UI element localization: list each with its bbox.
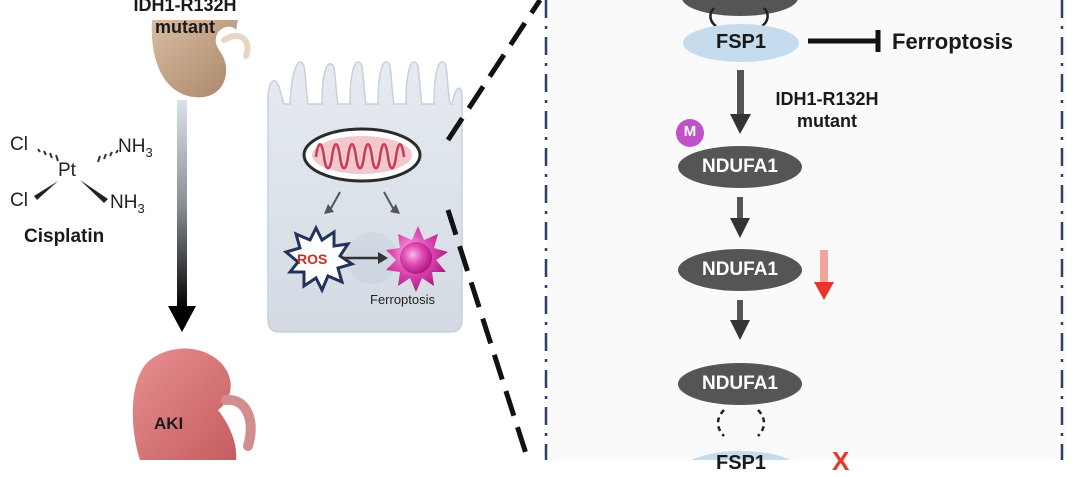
aki-kidney-icon — [132, 348, 256, 460]
block-mark: X — [832, 446, 850, 476]
top-kidney-icon — [151, 20, 251, 98]
pathway-mutant-line2: mutant — [797, 111, 857, 131]
pathway-mutant-line1: IDH1-R132H — [775, 89, 879, 109]
cisplatin-structure — [34, 148, 119, 203]
drug-name: Cisplatin — [24, 226, 105, 247]
inhibition-arrow — [808, 30, 881, 52]
panel-border — [544, 0, 1064, 460]
zoom-connector-lines — [445, 0, 543, 460]
ros-label: ROS — [297, 251, 328, 267]
methyl-badge — [676, 119, 704, 147]
ros-burst — [282, 224, 356, 294]
renal-cell — [267, 61, 463, 333]
chem-cl-bottom: Cl — [10, 190, 28, 211]
cell-ferroptosis-label: Ferroptosis — [370, 292, 436, 307]
cisplatin-arrow — [168, 100, 196, 332]
fsp1-bottom-pill — [691, 451, 791, 460]
methyl-badge-label: M — [683, 123, 697, 140]
fsp1-top-label: FSP1 — [715, 31, 767, 53]
pathway-mutant-label: IDH1-R132H mutant — [762, 88, 892, 132]
fsp1-bottom-label: FSP1 — [715, 452, 767, 474]
chem-pt: Pt — [58, 160, 76, 181]
ndufa1-pill-2 — [678, 249, 802, 291]
chem-nh3-bottom-sub: 3 — [137, 200, 145, 216]
ndufa1-label-1: NDUFA1 — [701, 156, 778, 177]
chem-cl-top: Cl — [10, 134, 28, 155]
aki-label: AKI — [154, 414, 184, 433]
chem-nh3-top: NH3 — [118, 136, 153, 160]
ndufa1-label-3: NDUFA1 — [701, 373, 778, 394]
diagram-svg — [34, 0, 1066, 460]
diagram-canvas: IDH1-R132H mutant Cl Pt NH3 Cl NH3 Cispl… — [10, 0, 1066, 476]
ndufa1-label-2: NDUFA1 — [701, 259, 778, 280]
decrease-arrow — [814, 250, 834, 300]
pathway-ferroptosis-label: Ferroptosis — [892, 29, 1014, 54]
top-kidney-label-line2: mutant — [155, 17, 215, 37]
fsp1-top-pill — [683, 24, 799, 62]
pathway-panel — [546, 0, 1066, 460]
chem-nh3-bottom: NH3 — [110, 192, 145, 216]
chem-nh3-bottom-nh: NH — [110, 192, 138, 213]
top-kidney-label: IDH1-R132H mutant — [110, 0, 260, 38]
ndufa1-pill-1 — [678, 146, 802, 188]
top-kidney-label-line1: IDH1-R132H — [133, 0, 237, 15]
chem-nh3-top-nh: NH — [118, 136, 146, 157]
ndufa1-pill-3 — [678, 363, 802, 405]
chem-nh3-top-sub: 3 — [145, 144, 153, 160]
